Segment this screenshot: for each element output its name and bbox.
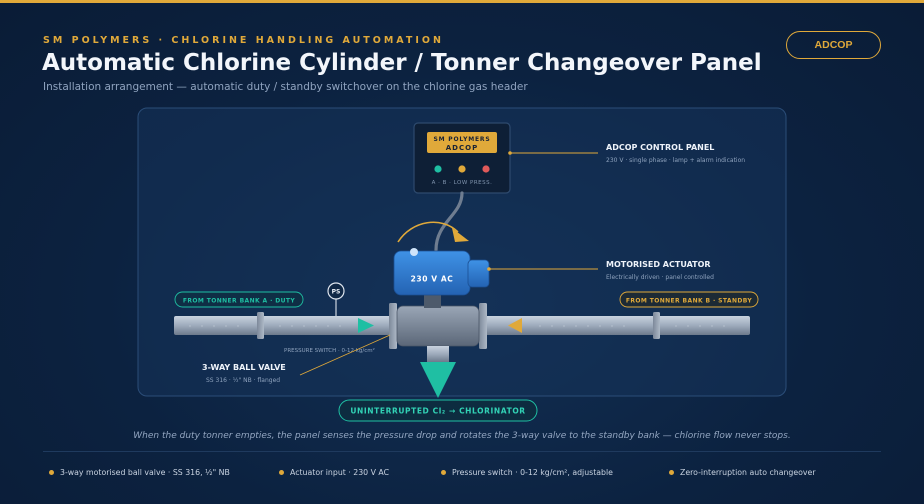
legend-text: Pressure switch · 0-12 kg/cm², adjustabl… xyxy=(452,468,613,477)
header-kicker: SM POLYMERS · CHLORINE HANDLING AUTOMATI… xyxy=(43,35,444,46)
page-subtitle: Installation arrangement — automatic dut… xyxy=(43,81,528,93)
legend-bullet xyxy=(279,470,284,475)
rotation-arrow-head xyxy=(452,228,469,242)
valve-outlet-stub xyxy=(427,346,449,362)
legend-text: 3-way motorised ball valve · SS 316, ½" … xyxy=(60,468,230,477)
legend-text: Zero-interruption auto changeover xyxy=(680,468,816,477)
low-pressure-lamp xyxy=(482,165,490,173)
bank-a-badge xyxy=(174,291,304,308)
panel-brand: SM POLYMERS xyxy=(434,136,491,143)
actuator-voltage-label: 230 V AC xyxy=(411,275,454,284)
footer-divider xyxy=(43,451,881,452)
panel-model: ADCOP xyxy=(446,144,478,152)
legend-item-changeover: Zero-interruption auto changeover xyxy=(669,468,816,477)
actuator-side-motor xyxy=(467,259,490,288)
outlet-flow-arrow xyxy=(420,362,456,398)
legend-item-valve: 3-way motorised ball valve · SS 316, ½" … xyxy=(49,468,230,477)
control-cable xyxy=(434,191,464,252)
actuator-callout-title: MOTORISED ACTUATOR xyxy=(606,260,711,269)
bank-b-label: FROM TONNER BANK B · STANDBY xyxy=(626,298,753,305)
valve-callout-sub: SS 316 · ½" NB · flanged xyxy=(206,377,280,384)
outlet-label: UNINTERRUPTED Cl₂ → CHLORINATOR xyxy=(350,407,525,416)
valve-leader-line xyxy=(299,334,391,376)
legend-bullet xyxy=(669,470,674,475)
pipe-coupling-left xyxy=(257,312,264,339)
legend-bullet xyxy=(441,470,446,475)
rotation-arrow xyxy=(397,221,459,243)
three-way-ball-valve xyxy=(396,305,480,347)
page-title: Automatic Chlorine Cylinder / Tonner Cha… xyxy=(42,50,762,76)
legend-bullet xyxy=(49,470,54,475)
pressure-switch-tag: PS xyxy=(332,289,341,296)
pipe-coupling-right xyxy=(653,312,660,339)
pressure-switch-label: PRESSURE SWITCH · 0-12 kg/cm² xyxy=(284,347,375,354)
diagram-caption: When the duty tonner empties, the panel … xyxy=(133,431,791,441)
outlet-badge xyxy=(338,399,538,422)
actuator-indicator-light xyxy=(410,248,418,256)
legend-item-pressure: Pressure switch · 0-12 kg/cm², adjustabl… xyxy=(441,468,613,477)
top-accent-bar xyxy=(0,0,924,3)
actuator-callout-sub: Electrically driven · panel controlled xyxy=(606,274,714,281)
valve-flange-right xyxy=(479,303,487,349)
flow-arrow-standby xyxy=(508,318,522,333)
control-callout-sub: 230 V · single phase · lamp + alarm indi… xyxy=(606,157,745,164)
pipe-left xyxy=(174,316,394,335)
legend-item-actuator: Actuator input · 230 V AC xyxy=(279,468,389,477)
legend-text: Actuator input · 230 V AC xyxy=(290,468,390,477)
adcop-button[interactable]: ADCOP xyxy=(786,31,881,59)
bank-a-label: FROM TONNER BANK A · DUTY xyxy=(183,298,296,305)
pipe-dotted-flow xyxy=(189,325,725,327)
pipe-right xyxy=(483,316,750,335)
motorised-actuator xyxy=(393,250,471,296)
pressure-switch-gauge xyxy=(327,282,345,300)
flow-arrow-duty xyxy=(358,318,374,333)
lamp-a-indicator xyxy=(434,165,442,173)
adcop-control-panel: SM POLYMERS ADCOP A · B · LOW PRESS. xyxy=(413,122,511,194)
panel-indicator-labels: A · B · LOW PRESS. xyxy=(432,180,493,186)
valve-flange-left xyxy=(389,303,397,349)
actuator-stem xyxy=(424,294,441,308)
control-callout-title: ADCOP CONTROL PANEL xyxy=(606,143,714,152)
lamp-b-indicator xyxy=(458,165,466,173)
bank-b-badge xyxy=(619,291,759,308)
valve-callout-title: 3-WAY BALL VALVE xyxy=(202,363,286,372)
